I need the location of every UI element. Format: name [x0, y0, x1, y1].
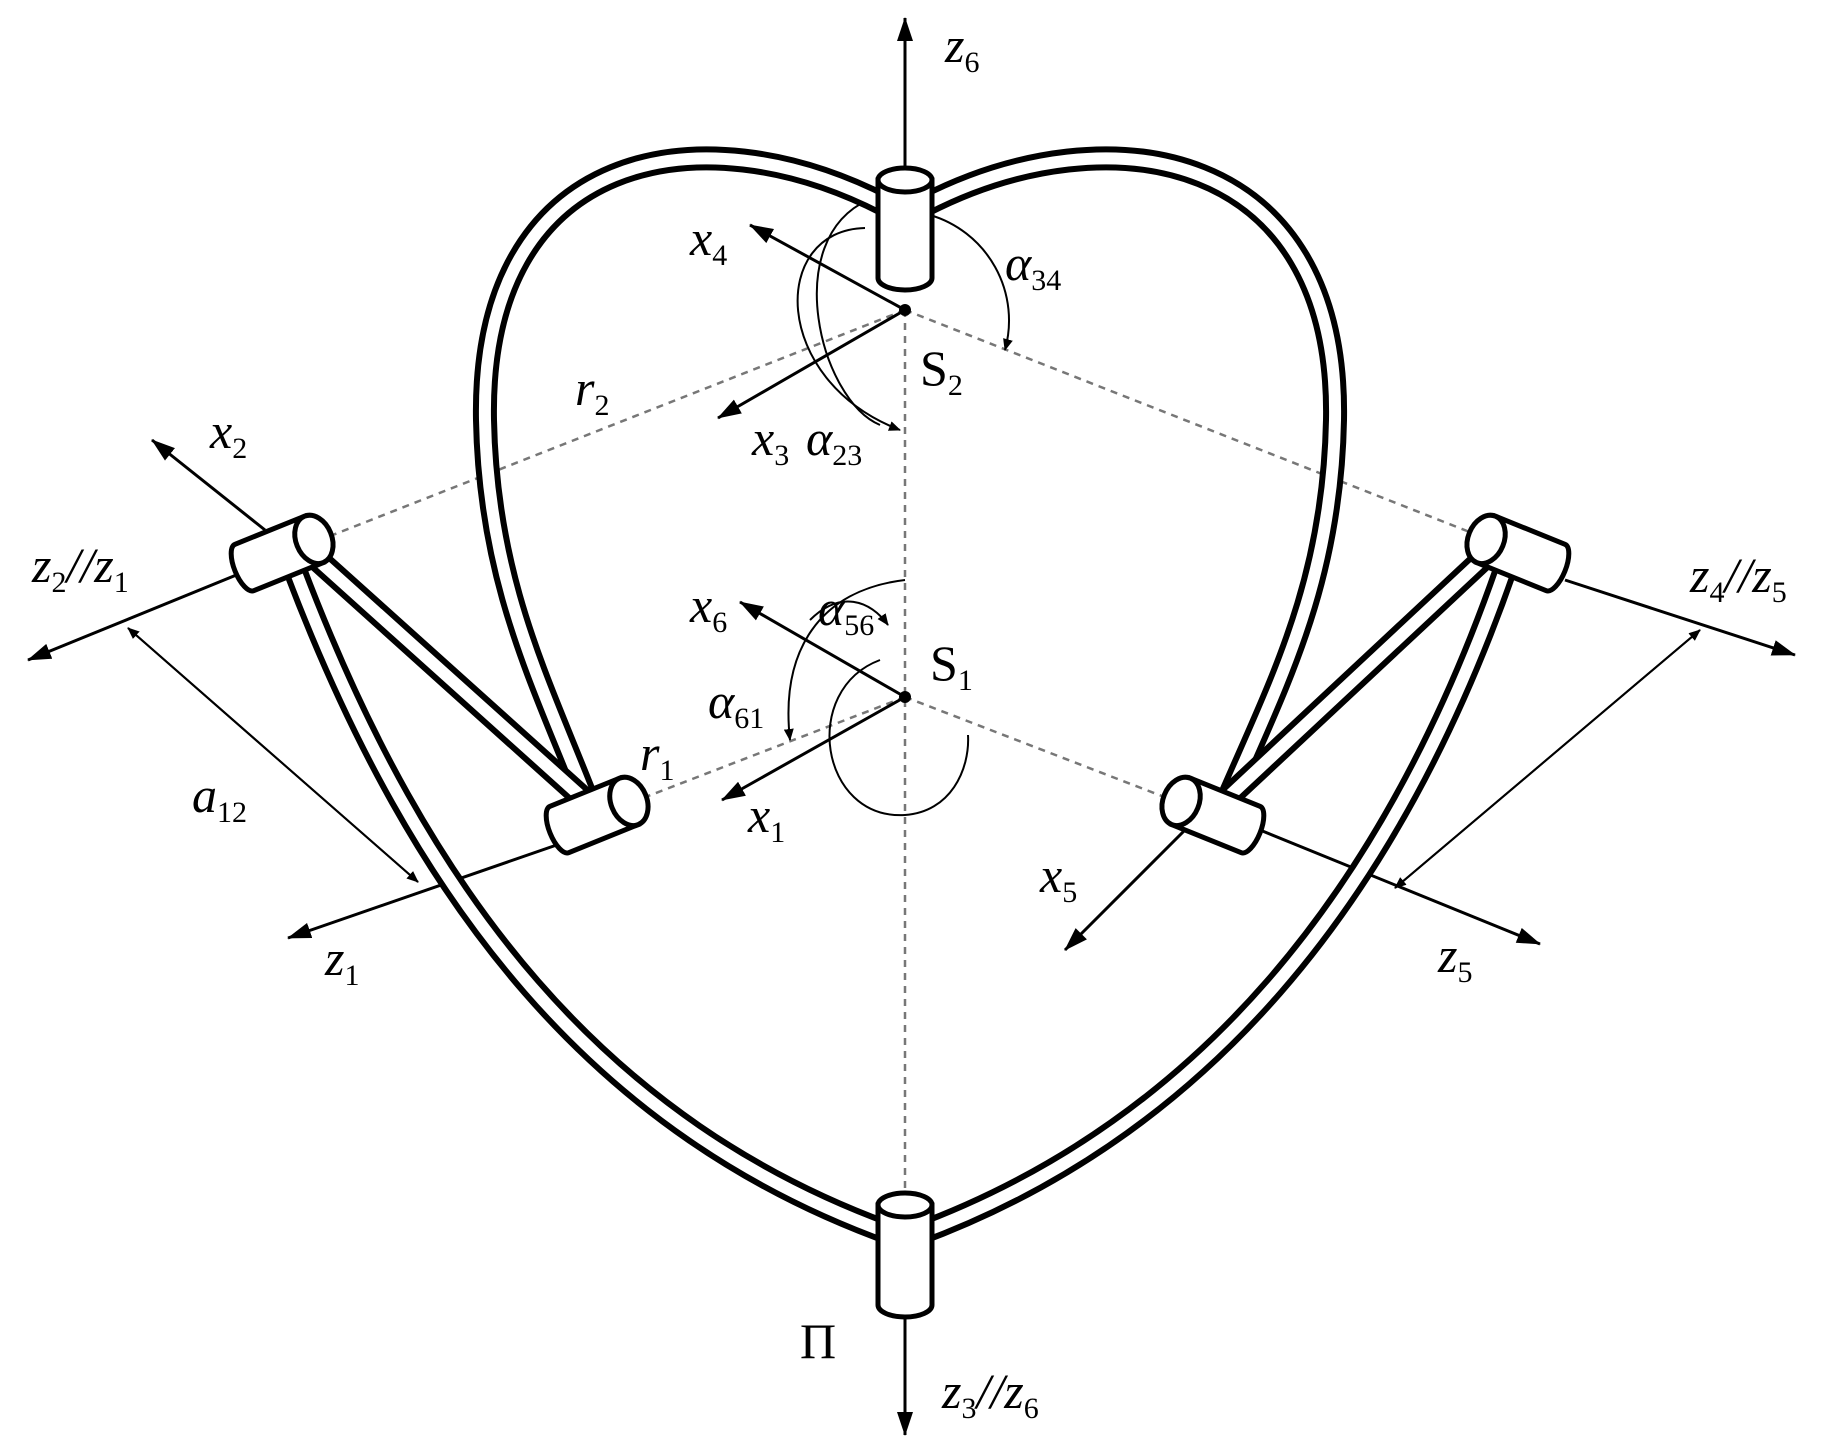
label-z4-z5: z4//z5 [1689, 547, 1787, 609]
axis-x6 [739, 600, 906, 699]
line-s1-to-joint1 [629, 695, 906, 805]
line-s2-to-joint4 [904, 308, 1491, 542]
label-x2: x2 [209, 403, 247, 465]
axis-z4-z5 [1564, 578, 1796, 657]
axes [27, 17, 1796, 1436]
axis-x1 [721, 695, 906, 802]
arc-alpha34 [929, 214, 1013, 351]
axis-x2 [151, 438, 266, 532]
label-r2: r2 [575, 360, 609, 422]
arc-s1-lower [828, 659, 970, 817]
joint-1 [543, 774, 651, 856]
label-z1: z1 [324, 930, 359, 992]
v-arms [283, 548, 1517, 1247]
label-x5: x5 [1039, 847, 1077, 909]
labels: z6 x4 α34 S2 r2 x2 x3 α23 z2//z1 x6 α56 … [31, 17, 1787, 1425]
heart-tube [472, 146, 1348, 807]
label-z3-z6: z3//z6 [941, 1363, 1039, 1425]
joint-bottom [875, 1190, 935, 1320]
dimensions [127, 627, 1701, 889]
line-s1-to-joint5 [904, 695, 1181, 805]
label-z6: z6 [944, 17, 979, 79]
joint-top [875, 165, 935, 293]
label-s1: S1 [930, 635, 973, 697]
angle-arcs [783, 199, 1013, 817]
joint-4 [1464, 512, 1572, 594]
label-x6: x6 [689, 577, 727, 639]
label-alpha61: α61 [708, 673, 764, 735]
label-s2: S2 [920, 340, 963, 402]
label-pi: Π [800, 1313, 836, 1369]
label-r1: r1 [640, 725, 674, 787]
point-s2 [899, 304, 911, 316]
axis-x3 [717, 308, 906, 420]
label-alpha56: α56 [818, 580, 874, 642]
label-z2-z1: z2//z1 [31, 537, 129, 599]
axis-x5 [1063, 813, 1202, 952]
joint-2 [228, 512, 336, 594]
label-alpha34: α34 [1005, 235, 1061, 297]
label-x1: x1 [747, 787, 785, 849]
label-z5: z5 [1437, 927, 1472, 989]
arc-x3-loop [815, 199, 881, 426]
label-x4: x4 [689, 210, 727, 272]
label-x3: x3 [751, 410, 789, 472]
label-a12: a12 [192, 767, 247, 829]
joint-5 [1159, 774, 1267, 856]
label-alpha23: α23 [806, 410, 862, 472]
arc-alpha56 [783, 579, 906, 741]
dim-a12-back [127, 627, 419, 883]
dim-right-back [1394, 629, 1701, 889]
arc-alpha56-top [809, 600, 889, 626]
axis-z5 [1259, 828, 1541, 946]
axis-x4 [749, 223, 906, 312]
point-s1 [899, 691, 911, 703]
